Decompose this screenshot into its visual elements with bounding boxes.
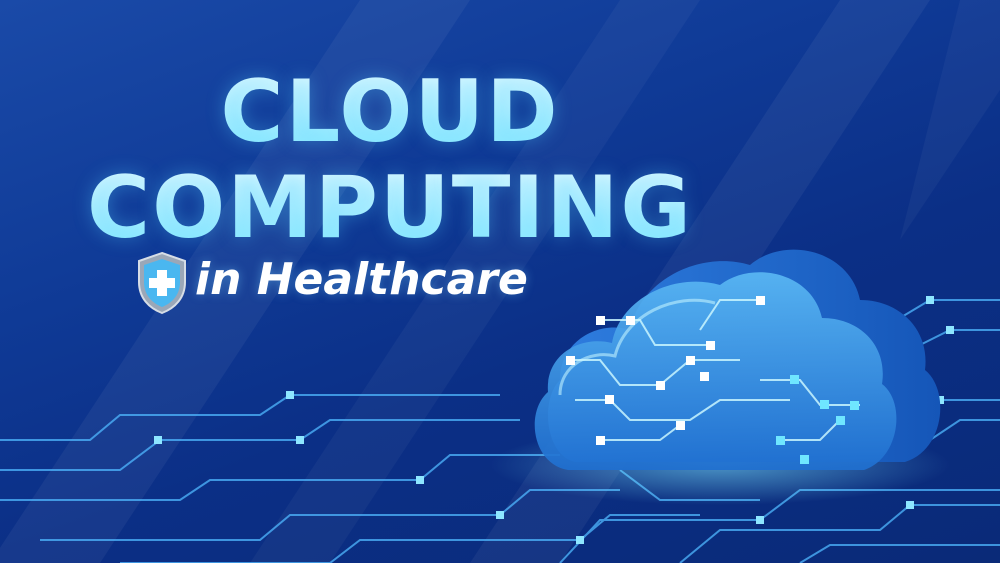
cloud-front	[534, 272, 897, 470]
medical-shield-icon	[138, 251, 186, 315]
subtitle: in Healthcare	[195, 254, 528, 305]
cloud-circuit-nodes	[566, 296, 765, 445]
title-line-1: CLOUD	[0, 62, 780, 162]
cloud-circuit	[570, 299, 860, 441]
circuit-nodes	[154, 296, 954, 544]
title-line-2: COMPUTING	[0, 158, 780, 258]
